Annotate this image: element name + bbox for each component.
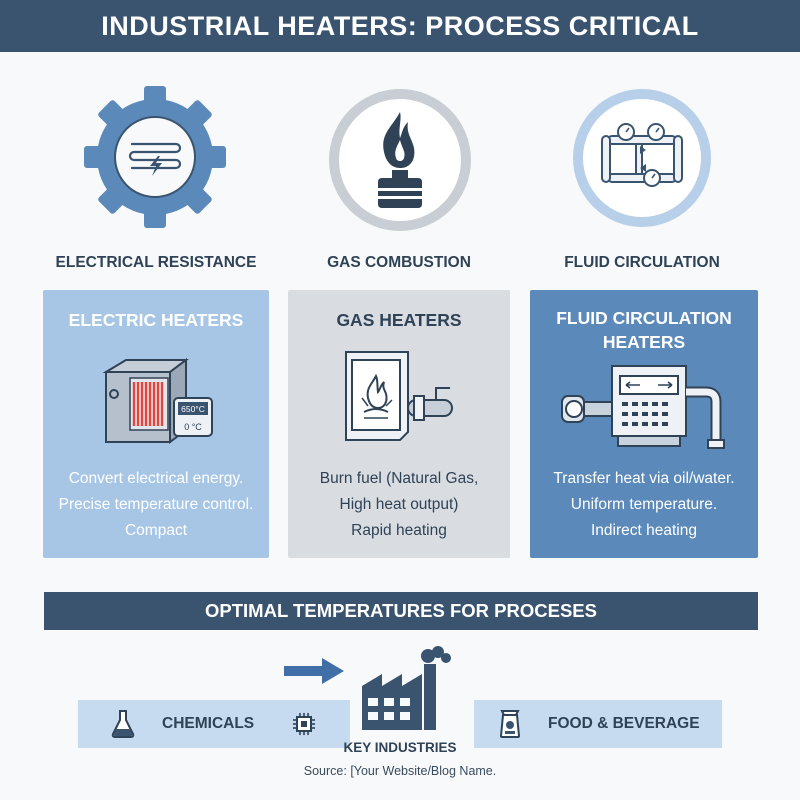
industry-food-beverage: FOOD & BEVERAGE [474,700,722,748]
display-reading: 650°C [181,404,205,414]
fluid-pipes-icon [573,89,711,227]
industry-chemicals: CHEMICALS [78,700,350,748]
arrow-right-icon [284,658,344,684]
industry-label-food-beverage: FOOD & BEVERAGE [548,715,700,732]
gear-resistance-icon [84,86,226,228]
key-industries-label: KEY INDUSTRIES [343,740,457,755]
panel-title: FLUID CIRCULATION HEATERS [556,308,732,352]
panel-description: Burn fuel (Natural Gas, High heat output… [319,470,479,539]
industry-label-chemicals: CHEMICALS [162,715,255,732]
type-label-fluid: FLUID CIRCULATION [564,254,720,271]
panel-description: Transfer heat via oil/water. Uniform tem… [553,470,735,539]
page-title: INDUSTRIAL HEATERS: PROCESS CRITICAL [0,0,800,52]
optimal-temperatures-banner: OPTIMAL TEMPERATURES FOR PROCESES [44,592,758,630]
flask-icon [111,710,135,738]
heater-type-icons [0,82,800,242]
fluid-heater-icon [561,365,725,449]
food-package-icon [499,710,521,738]
chip-icon [293,713,316,735]
panel-description: Convert electrical energy. Precise tempe… [58,470,254,539]
panel-gas-heaters: GAS HEATERS Burn fuel (Natural Gas, High… [288,290,510,558]
type-label-electrical: ELECTRICAL RESISTANCE [55,254,257,271]
gas-heater-icon [345,351,453,441]
panel-title: GAS HEATERS [336,310,462,330]
factory-icon [362,646,451,730]
source-caption: Source: [Your Website/Blog Name. [303,764,497,778]
panel-electric-heaters: ELECTRIC HEATERS 650°C 0 °C Convert elec… [43,290,269,558]
type-label-gas: GAS COMBUSTION [327,254,471,271]
panel-title: ELECTRIC HEATERS [68,310,244,330]
panel-fluid-circulation-heaters: FLUID CIRCULATION HEATERS Transfer heat … [530,290,758,558]
gas-flame-icon [329,89,471,231]
electric-heater-icon: 650°C 0 °C [102,358,213,444]
unit-label: 0 °C [184,422,202,432]
